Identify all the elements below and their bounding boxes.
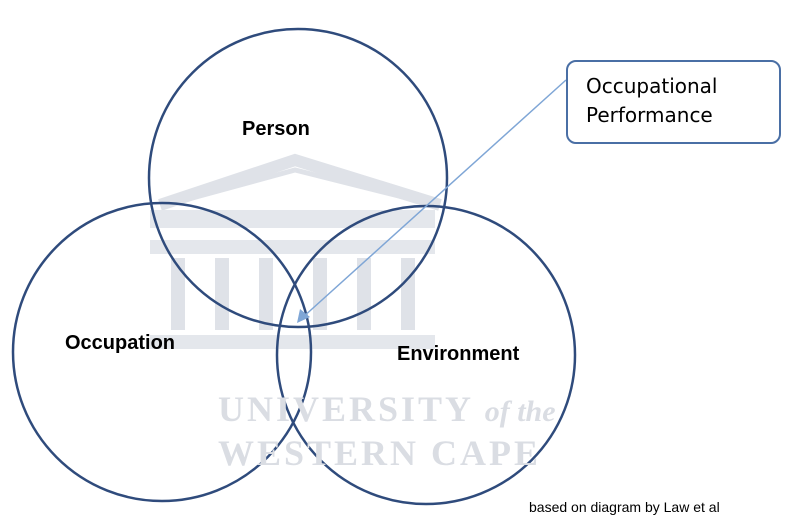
callout-line-2: Performance [586,103,713,127]
occupation-label: Occupation [65,332,176,354]
watermark-emblem [150,153,442,349]
environment-label: Environment [397,343,520,365]
watermark-university: UNIVERSITY [218,389,473,429]
person-label: Person [242,118,310,140]
callout-arrow [297,79,567,323]
watermark-line1: UNIVERSITY of the [218,388,556,430]
occupation-circle [11,201,313,503]
person-circle [147,27,449,329]
watermark-of-the: of the [484,395,556,428]
occupational-performance-callout: Occupational Performance [566,60,781,144]
callout-line-1: Occupational [586,74,718,98]
source-credit: based on diagram by Law et al [529,499,720,515]
watermark-line2: WESTERN CAPE [218,433,542,473]
